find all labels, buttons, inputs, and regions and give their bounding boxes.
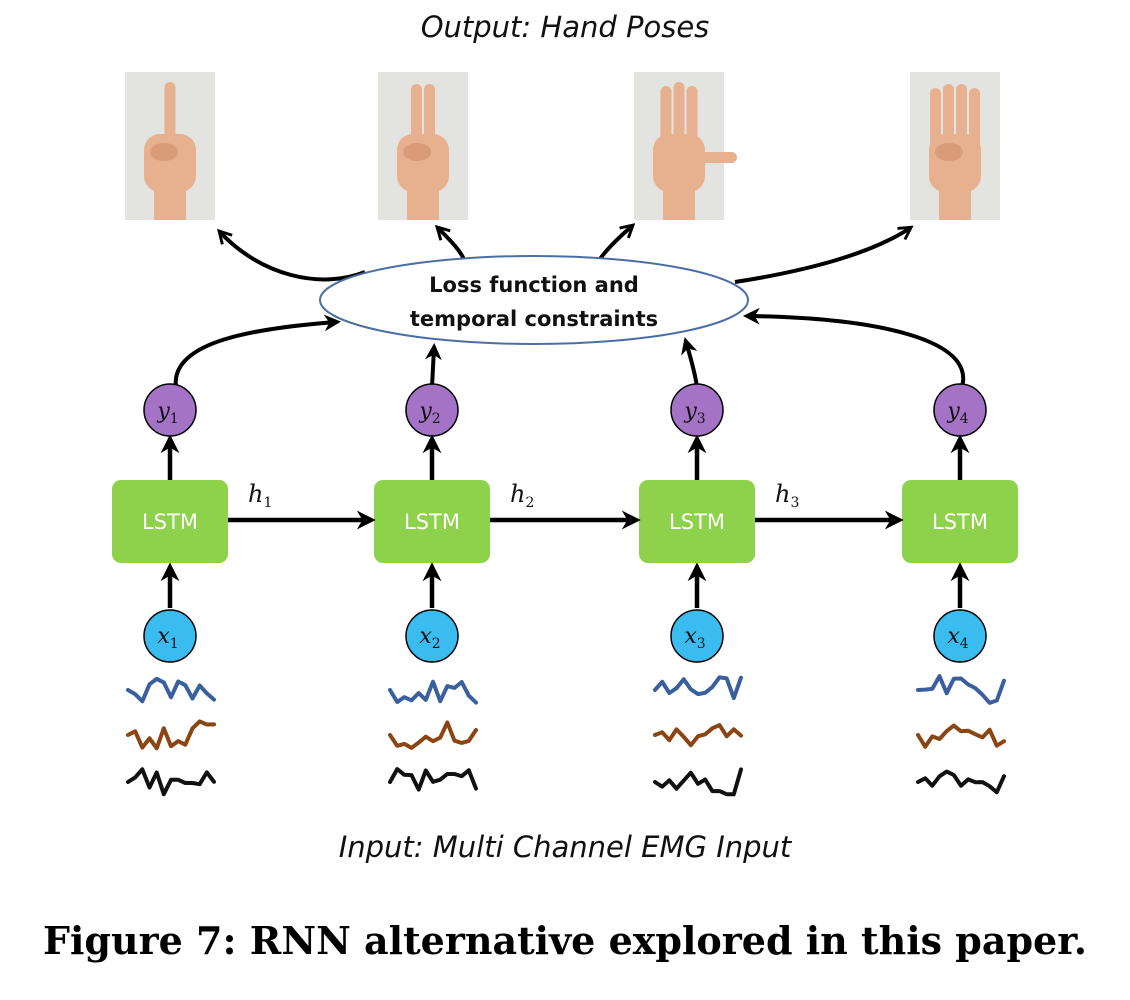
output-title: Output: Hand Poses bbox=[420, 10, 710, 44]
input-node-x2 bbox=[405, 609, 459, 663]
hidden-label-h1: h1 bbox=[248, 480, 272, 511]
emg-channel-black-1 bbox=[126, 767, 216, 797]
emg-channel-blue-2 bbox=[388, 679, 478, 705]
hidden-label-h3: h3 bbox=[775, 480, 799, 511]
emg-channel-black-2 bbox=[388, 767, 478, 792]
emg-signals-2 bbox=[388, 679, 478, 792]
loss-ellipse-group: Loss function and temporal constraints bbox=[319, 255, 749, 345]
arrow-loss-to-pose-2 bbox=[438, 228, 467, 263]
hand-pose-images bbox=[125, 72, 1000, 220]
emg-channel-brown-3 bbox=[653, 723, 743, 748]
loss-label-line1: Loss function and bbox=[429, 273, 639, 297]
input-node-x3 bbox=[670, 609, 724, 663]
emg-signals-4 bbox=[916, 674, 1006, 795]
emg-signals-3 bbox=[653, 675, 743, 797]
input-node-x1 bbox=[143, 609, 197, 663]
lstm-cell-3 bbox=[639, 480, 755, 563]
hidden-state-3: h3 bbox=[755, 480, 904, 530]
lstm-cell-4 bbox=[902, 480, 1018, 563]
emg-channel-black-3 bbox=[653, 767, 743, 797]
arrow-loss-to-pose-1 bbox=[220, 232, 366, 282]
hand-pose-image-2 bbox=[378, 72, 468, 220]
loss-ellipse bbox=[319, 255, 749, 345]
input-node-x4 bbox=[933, 609, 987, 663]
loss-label-line2: temporal constraints bbox=[410, 307, 658, 331]
emg-channel-blue-3 bbox=[653, 675, 743, 701]
output-node-y1 bbox=[143, 383, 197, 437]
hidden-state-1: h1 bbox=[228, 480, 376, 530]
hand-pose-image-4 bbox=[910, 72, 1000, 220]
emg-channel-brown-2 bbox=[388, 720, 478, 750]
figure-caption: Figure 7: RNN alternative explored in th… bbox=[43, 918, 1087, 963]
emg-channel-brown-1 bbox=[126, 719, 216, 751]
emg-channel-black-4 bbox=[916, 769, 1006, 795]
output-node-y4 bbox=[933, 383, 987, 437]
hand-pose-image-1 bbox=[125, 72, 215, 220]
hand-pose-image-3 bbox=[634, 72, 737, 220]
lstm-label-1: LSTM bbox=[142, 510, 198, 534]
arrow-y4-to-loss bbox=[742, 307, 966, 388]
emg-channel-brown-4 bbox=[916, 723, 1006, 749]
output-node-y3 bbox=[670, 383, 724, 437]
arrow-y1-to-loss bbox=[173, 314, 342, 388]
lstm-label-2: LSTM bbox=[404, 510, 460, 534]
lstm-cell-1 bbox=[112, 480, 228, 563]
arrow-loss-to-pose-3 bbox=[596, 226, 632, 264]
emg-signals-1 bbox=[126, 676, 216, 797]
input-title: Input: Multi Channel EMG Input bbox=[338, 830, 792, 864]
output-node-y2 bbox=[405, 383, 459, 437]
emg-channel-blue-1 bbox=[126, 676, 216, 704]
emg-channel-blue-4 bbox=[916, 674, 1006, 705]
arrow-y3-to-loss bbox=[681, 337, 699, 388]
lstm-cell-2 bbox=[374, 480, 490, 563]
hidden-label-h2: h2 bbox=[510, 480, 534, 511]
hidden-state-2: h2 bbox=[490, 480, 641, 530]
arrow-loss-to-pose-4 bbox=[734, 228, 910, 284]
arrow-y2-to-loss bbox=[425, 342, 442, 388]
lstm-label-4: LSTM bbox=[932, 510, 988, 534]
output-to-loss-arrows bbox=[173, 307, 966, 388]
hidden-state-arrows: h1 h2 h3 bbox=[228, 480, 904, 530]
lstm-label-3: LSTM bbox=[669, 510, 725, 534]
